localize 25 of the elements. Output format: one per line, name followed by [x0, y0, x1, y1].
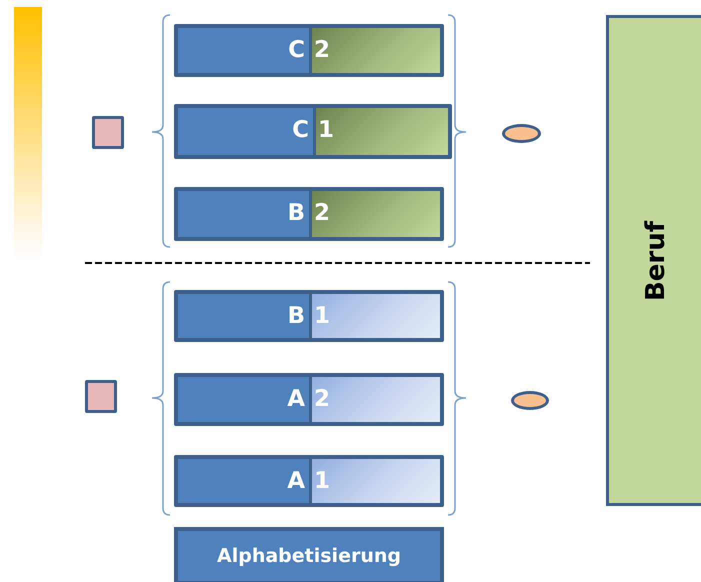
process-box: Alphabetisierung — [174, 527, 444, 582]
level-bar — [174, 290, 444, 342]
level-bar — [174, 187, 444, 241]
level-number: 2 — [309, 191, 440, 237]
panel-label: Beruf — [641, 220, 671, 301]
level-letter: A — [286, 385, 306, 414]
square-marker — [92, 116, 124, 149]
panel — [606, 15, 701, 506]
level-bar — [174, 24, 444, 77]
level-number: 1 — [309, 294, 440, 338]
level-bar — [174, 104, 452, 159]
level-bar — [174, 455, 444, 507]
level-number: 2 — [309, 28, 440, 73]
level-letter: C — [291, 116, 310, 145]
level-letter: B — [286, 302, 306, 331]
level-number: 1 — [313, 108, 448, 155]
level-number: 1 — [309, 459, 440, 503]
square-marker — [85, 380, 117, 413]
level-number: 2 — [309, 377, 440, 422]
level-letter: B — [286, 199, 306, 228]
ellipse-marker — [511, 391, 549, 410]
level-letter: A — [286, 467, 306, 496]
level-bar — [174, 373, 444, 426]
level-letter: C — [287, 36, 306, 65]
ellipse-marker — [502, 124, 541, 143]
